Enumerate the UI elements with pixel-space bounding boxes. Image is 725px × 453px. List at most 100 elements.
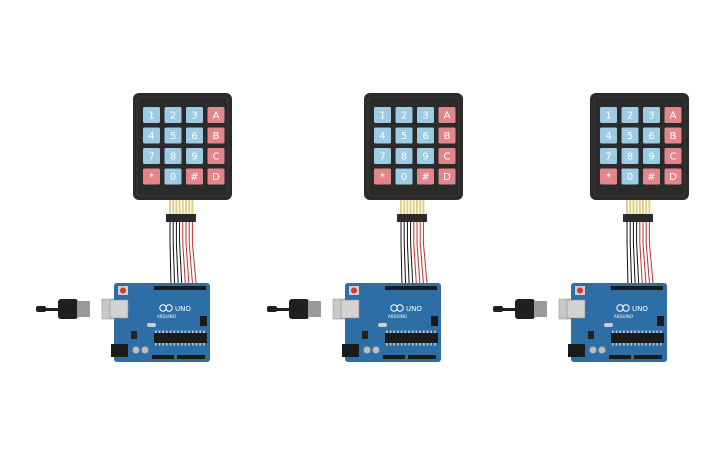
key-cap[interactable] bbox=[438, 127, 456, 144]
keypad-key-4[interactable]: 4 bbox=[143, 127, 160, 144]
wire[interactable] bbox=[632, 222, 636, 286]
wire[interactable] bbox=[191, 222, 197, 286]
keypad-key-8[interactable]: 8 bbox=[621, 148, 639, 164]
wire[interactable] bbox=[413, 222, 417, 286]
key-cap[interactable] bbox=[600, 148, 617, 164]
key-cap[interactable] bbox=[374, 168, 391, 185]
key-cap[interactable] bbox=[143, 148, 160, 164]
keypad-key-*[interactable]: * bbox=[143, 168, 160, 185]
keypad-key-2[interactable]: 2 bbox=[395, 107, 413, 123]
key-cap[interactable] bbox=[207, 107, 225, 123]
keypad-key-5[interactable]: 5 bbox=[164, 127, 182, 144]
keypad-key-5[interactable]: 5 bbox=[621, 127, 639, 144]
keypad-key-A[interactable]: A bbox=[438, 107, 456, 123]
key-cap[interactable] bbox=[395, 148, 413, 164]
wire[interactable] bbox=[406, 222, 410, 286]
keypad-key-#[interactable]: # bbox=[186, 168, 203, 185]
wire[interactable] bbox=[188, 222, 194, 286]
keypad-key-4[interactable]: 4 bbox=[374, 127, 391, 144]
key-cap[interactable] bbox=[207, 148, 225, 164]
reset-button[interactable] bbox=[120, 287, 126, 294]
wire[interactable] bbox=[416, 222, 421, 286]
key-cap[interactable] bbox=[643, 148, 660, 164]
key-cap[interactable] bbox=[621, 127, 639, 144]
keypad-key-#[interactable]: # bbox=[643, 168, 660, 185]
keypad-key-9[interactable]: 9 bbox=[643, 148, 660, 164]
wire[interactable] bbox=[185, 222, 190, 286]
key-cap[interactable] bbox=[207, 168, 225, 185]
key-cap[interactable] bbox=[186, 107, 203, 123]
wire[interactable] bbox=[400, 222, 403, 286]
key-cap[interactable] bbox=[621, 107, 639, 123]
keypad-key-8[interactable]: 8 bbox=[395, 148, 413, 164]
keypad-key-D[interactable]: D bbox=[664, 168, 682, 185]
key-cap[interactable] bbox=[374, 148, 391, 164]
wire[interactable] bbox=[179, 222, 183, 286]
keypad-key-*[interactable]: * bbox=[600, 168, 617, 185]
keypad-key-7[interactable]: 7 bbox=[600, 148, 617, 164]
keypad-key-9[interactable]: 9 bbox=[186, 148, 203, 164]
wire[interactable] bbox=[410, 222, 414, 286]
keypad-key-B[interactable]: B bbox=[664, 127, 682, 144]
keypad-key-2[interactable]: 2 bbox=[621, 107, 639, 123]
key-cap[interactable] bbox=[600, 107, 617, 123]
reset-button[interactable] bbox=[351, 287, 357, 294]
wire[interactable] bbox=[175, 222, 179, 286]
keypad-key-B[interactable]: B bbox=[207, 127, 225, 144]
key-cap[interactable] bbox=[643, 107, 660, 123]
key-cap[interactable] bbox=[417, 148, 434, 164]
keypad-key-1[interactable]: 1 bbox=[374, 107, 391, 123]
keypad-key-5[interactable]: 5 bbox=[395, 127, 413, 144]
key-cap[interactable] bbox=[186, 127, 203, 144]
key-cap[interactable] bbox=[143, 127, 160, 144]
wire[interactable] bbox=[629, 222, 633, 286]
key-cap[interactable] bbox=[164, 148, 182, 164]
key-cap[interactable] bbox=[621, 148, 639, 164]
keypad-key-B[interactable]: B bbox=[438, 127, 456, 144]
keypad-key-C[interactable]: C bbox=[664, 148, 682, 164]
keypad-key-7[interactable]: 7 bbox=[374, 148, 391, 164]
wire[interactable] bbox=[403, 222, 407, 286]
key-cap[interactable] bbox=[438, 168, 456, 185]
keypad-key-*[interactable]: * bbox=[374, 168, 391, 185]
keypad-key-2[interactable]: 2 bbox=[164, 107, 182, 123]
keypad-key-9[interactable]: 9 bbox=[417, 148, 434, 164]
board-pcb[interactable] bbox=[345, 283, 441, 362]
wire[interactable] bbox=[169, 222, 172, 286]
key-cap[interactable] bbox=[395, 127, 413, 144]
keypad-key-6[interactable]: 6 bbox=[186, 127, 203, 144]
key-cap[interactable] bbox=[164, 127, 182, 144]
keypad-key-6[interactable]: 6 bbox=[417, 127, 434, 144]
keypad-key-6[interactable]: 6 bbox=[643, 127, 660, 144]
key-cap[interactable] bbox=[600, 168, 617, 185]
wire[interactable] bbox=[182, 222, 186, 286]
key-cap[interactable] bbox=[664, 168, 682, 185]
keypad-key-3[interactable]: 3 bbox=[417, 107, 434, 123]
key-cap[interactable] bbox=[417, 127, 434, 144]
keypad-key-8[interactable]: 8 bbox=[164, 148, 182, 164]
key-cap[interactable] bbox=[664, 127, 682, 144]
key-cap[interactable] bbox=[643, 127, 660, 144]
keypad-key-C[interactable]: C bbox=[207, 148, 225, 164]
keypad-key-1[interactable]: 1 bbox=[600, 107, 617, 123]
key-cap[interactable] bbox=[374, 127, 391, 144]
board-pcb[interactable] bbox=[571, 283, 667, 362]
key-cap[interactable] bbox=[186, 168, 203, 185]
key-cap[interactable] bbox=[643, 168, 660, 185]
key-cap[interactable] bbox=[395, 168, 413, 185]
keypad-key-A[interactable]: A bbox=[207, 107, 225, 123]
key-cap[interactable] bbox=[621, 168, 639, 185]
usb-cable[interactable] bbox=[493, 298, 574, 320]
wire[interactable] bbox=[645, 222, 651, 286]
key-cap[interactable] bbox=[438, 107, 456, 123]
keypad-key-4[interactable]: 4 bbox=[600, 127, 617, 144]
wire[interactable] bbox=[636, 222, 640, 286]
key-cap[interactable] bbox=[417, 168, 434, 185]
